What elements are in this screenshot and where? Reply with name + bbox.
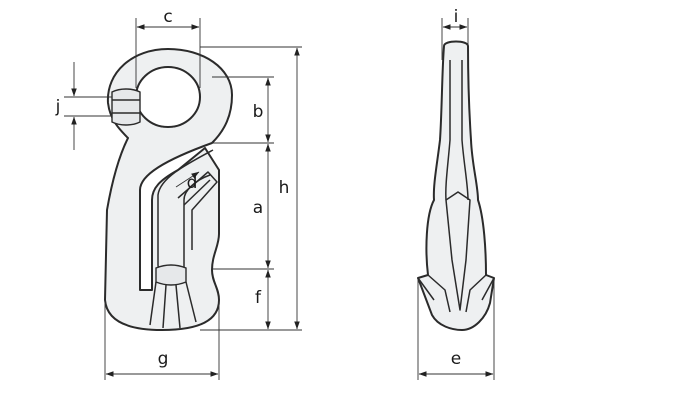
label-i: i — [454, 7, 459, 27]
label-b: b — [253, 102, 264, 122]
side-wing-left — [417, 274, 451, 313]
dimension-labels: c h b a f j d g i e — [55, 7, 462, 369]
coupling-pin — [111, 88, 141, 126]
dimension-lines — [71, 24, 494, 377]
latch-inner-contour — [183, 179, 211, 206]
side-view — [417, 40, 495, 331]
latch-contour — [177, 171, 218, 250]
label-g: g — [158, 349, 169, 369]
side-body-outline — [417, 40, 495, 331]
extension-lines — [64, 18, 495, 380]
front-view — [104, 48, 233, 331]
label-f: f — [255, 288, 262, 308]
label-h: h — [279, 178, 290, 198]
label-j: j — [55, 97, 61, 117]
side-latch-detail — [445, 191, 471, 311]
label-a: a — [253, 198, 263, 218]
dim-line-d — [175, 171, 200, 188]
side-wing-right — [465, 274, 495, 313]
label-e: e — [451, 349, 461, 369]
label-c: c — [163, 7, 172, 27]
lower-shank-contour — [149, 281, 197, 329]
eye-hole — [135, 66, 201, 128]
spring-block — [155, 264, 187, 286]
side-shank-detail — [445, 60, 469, 201]
label-d: d — [187, 173, 198, 193]
